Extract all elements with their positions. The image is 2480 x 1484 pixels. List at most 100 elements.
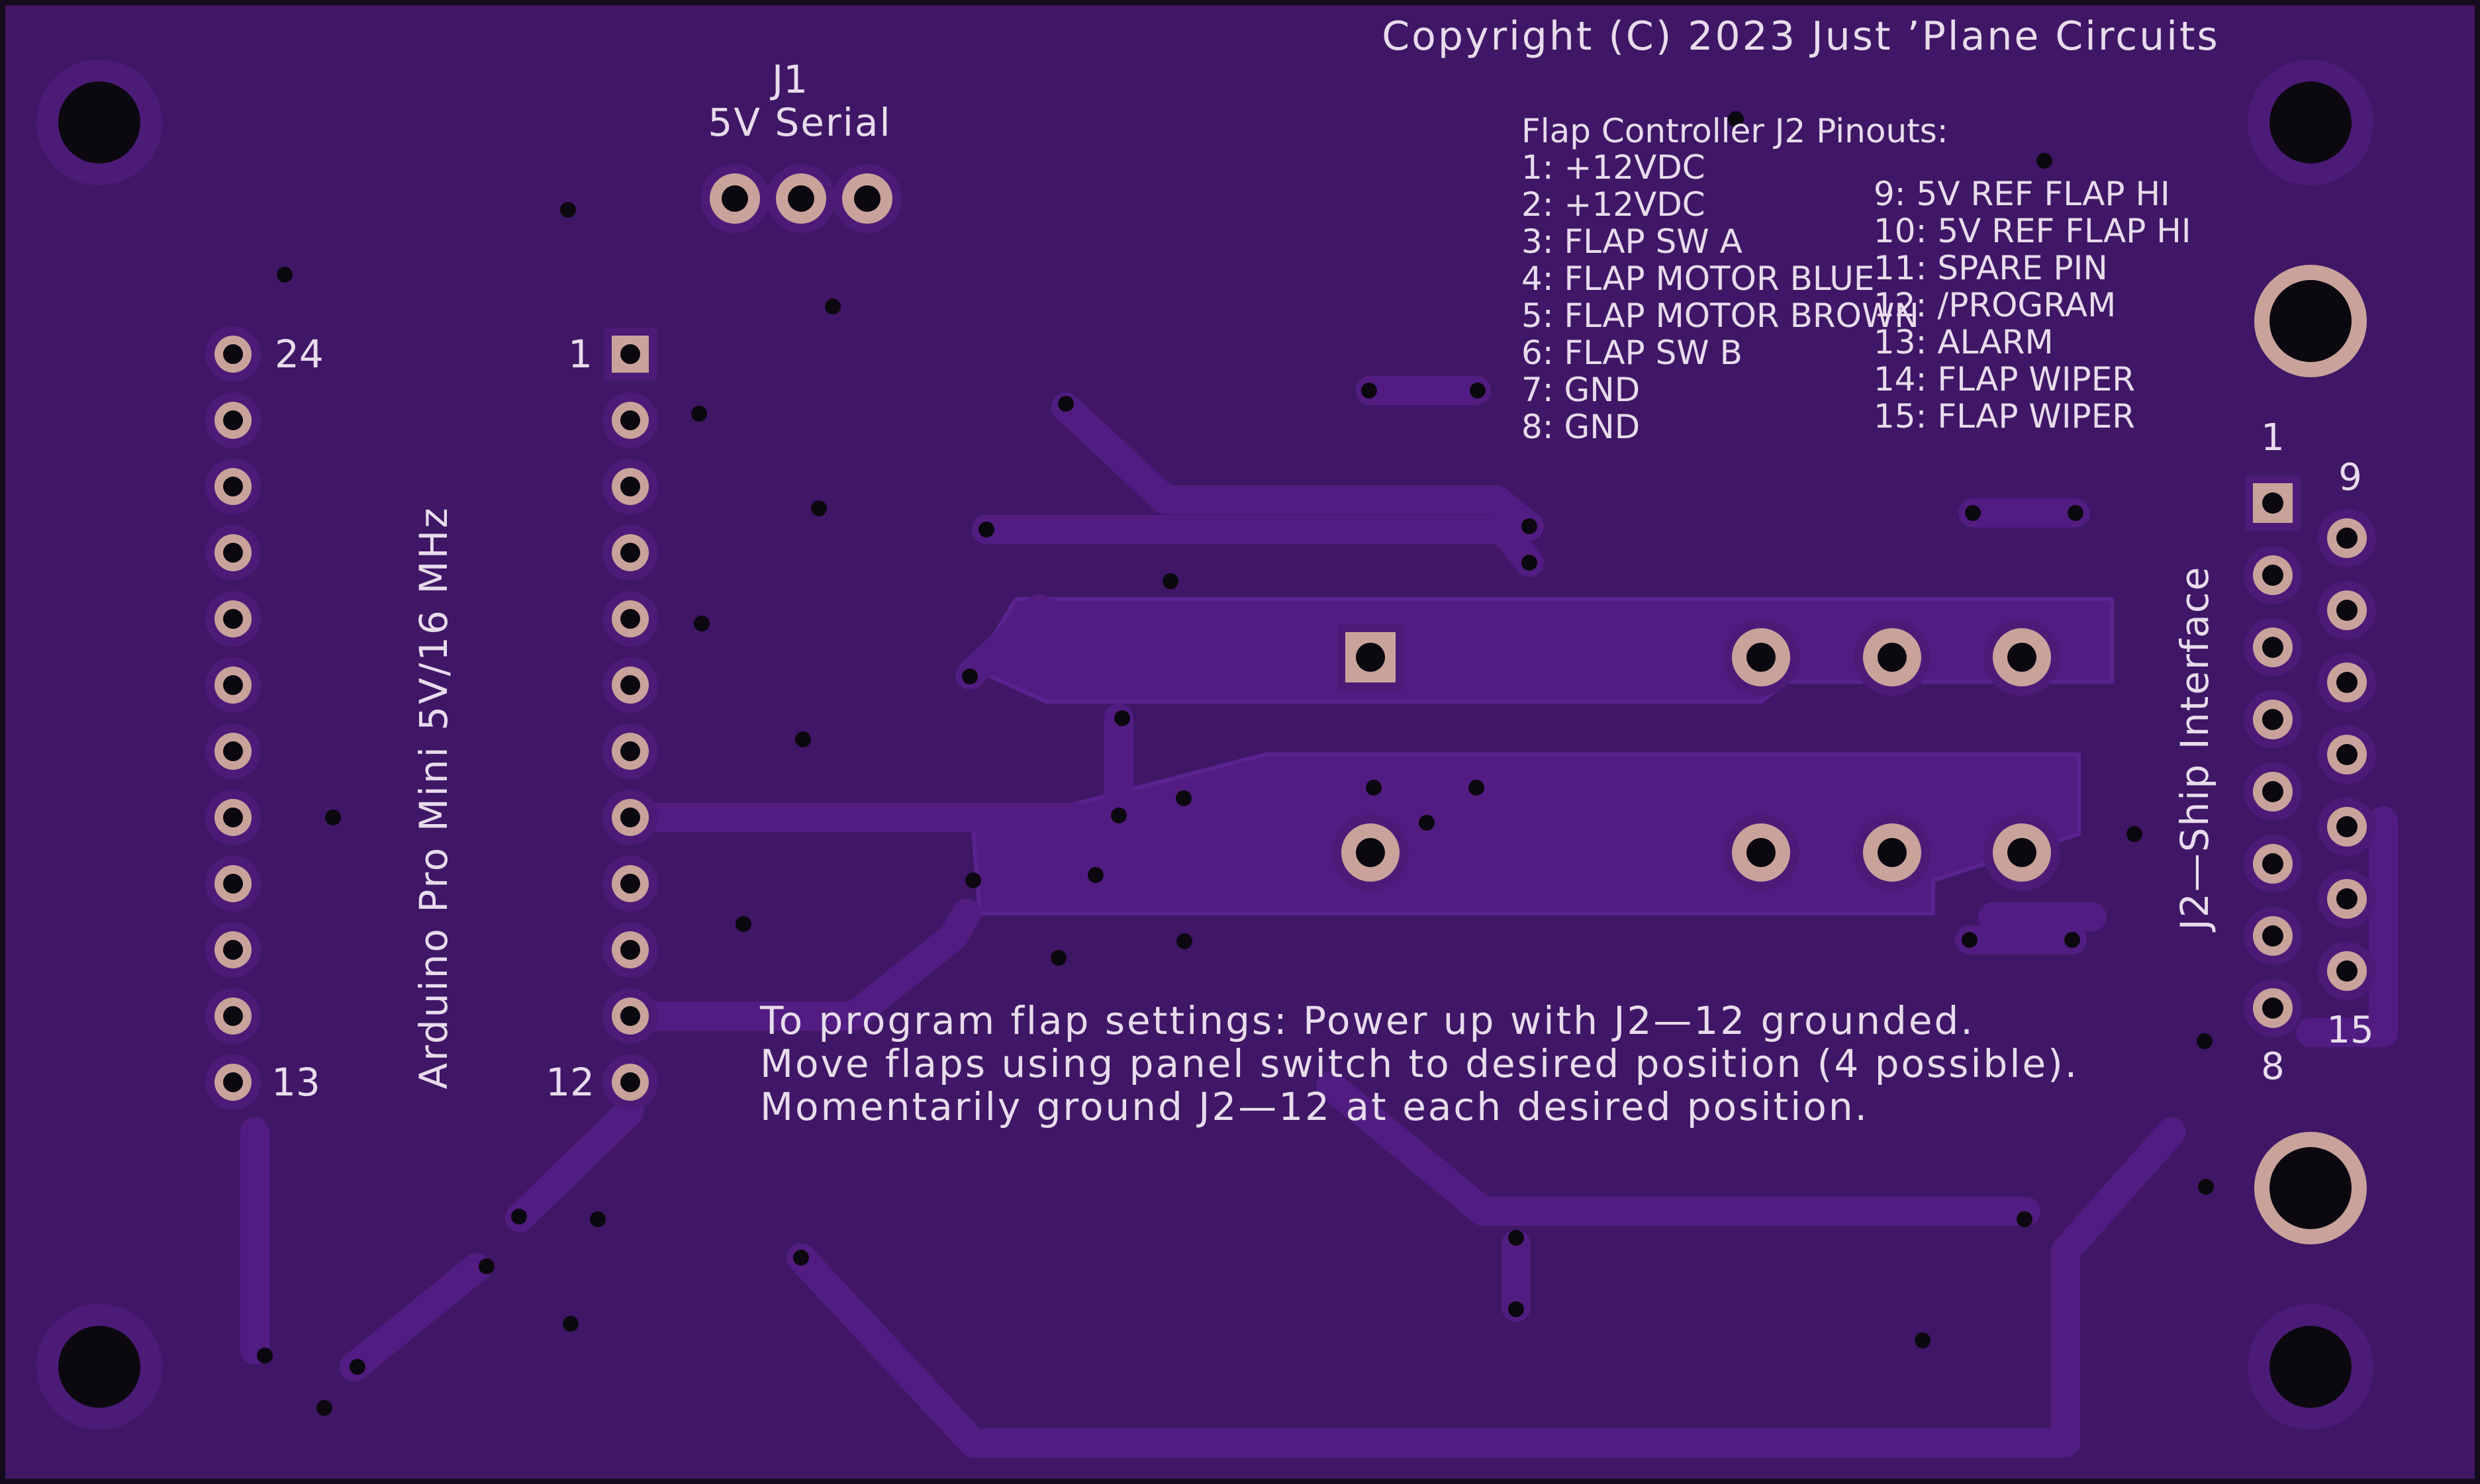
via <box>511 1209 527 1225</box>
via <box>1962 932 1978 948</box>
pinout-right-row: 15: FLAP WIPER <box>1874 397 2135 436</box>
via <box>1965 505 1981 521</box>
j1-value: 5V Serial <box>708 100 891 145</box>
trace-h <box>340 1253 491 1381</box>
j2-pin-9-label: 9 <box>2338 456 2362 499</box>
via <box>1728 111 1744 127</box>
arduino-pad-drill <box>620 874 640 894</box>
via <box>1521 518 1537 534</box>
pinout-left-row: 7: GND <box>1521 371 1640 409</box>
trace-f <box>505 1097 644 1232</box>
arduino-pad-drill <box>223 609 243 629</box>
j2-pad-drill <box>2262 997 2283 1019</box>
via <box>2036 153 2052 169</box>
arduino-pad-drill <box>223 543 243 563</box>
pad-group <box>205 164 2376 1110</box>
via <box>1508 1230 1524 1246</box>
copyright-text: Copyright (C) 2023 Just ’Plane Circuits <box>1382 13 2219 60</box>
arduino-pad-drill <box>620 675 640 695</box>
via <box>1088 867 1104 883</box>
arduino-pad-drill <box>223 410 243 430</box>
via <box>277 267 293 283</box>
arduino-pad-drill <box>620 1072 640 1092</box>
via <box>1470 383 1486 398</box>
pinout-left-row: 5: FLAP MOTOR BROWN <box>1521 297 1919 335</box>
via <box>2068 505 2083 521</box>
mounting-hole-plated <box>2269 1147 2352 1229</box>
via <box>560 202 576 218</box>
via <box>825 299 841 314</box>
mounting-hole <box>2269 1326 2352 1408</box>
mounting-holes <box>36 60 2373 1430</box>
arduino-pad-drill <box>620 477 640 496</box>
via <box>350 1359 365 1375</box>
via <box>1521 555 1537 571</box>
mounting-hole-plated <box>2269 280 2352 362</box>
arduino-pad-drill <box>223 1072 243 1092</box>
trace-j <box>1316 1071 2040 1226</box>
j2-pad-drill <box>2336 960 2358 982</box>
instruction-line: Momentarily ground J2—12 at each desired… <box>760 1084 1869 1129</box>
j2-pad-drill <box>2336 744 2358 765</box>
arduino-pad-drill <box>223 940 243 960</box>
arduino-pad-drill <box>620 543 640 563</box>
arduino-pad-drill <box>620 808 640 827</box>
arduino-pad-drill <box>620 410 640 430</box>
instruction-line: Move flaps using panel switch to desired… <box>760 1041 2079 1086</box>
pinout-right-row: 9: 5V REF FLAP HI <box>1874 175 2170 213</box>
via <box>793 1250 809 1266</box>
pinout-right-row: 14: FLAP WIPER <box>1874 360 2135 398</box>
j2-pad-square-drill <box>2262 492 2283 514</box>
relay-pad-drill <box>2007 838 2036 867</box>
via <box>2197 1033 2213 1049</box>
relay-pad-square-drill <box>1356 643 1385 672</box>
via <box>2017 1211 2032 1227</box>
j2-pad-drill <box>2336 600 2358 621</box>
via <box>590 1211 606 1227</box>
via <box>1468 780 1484 796</box>
pinout-left-row: 3: FLAP SW A <box>1521 222 1742 261</box>
j2-label: J2—Ship Interface <box>2172 566 2217 933</box>
instruction-line: To program flap settings: Power up with … <box>759 998 1975 1043</box>
relay-pad-drill <box>1878 643 1907 672</box>
j2-pad-drill <box>2336 888 2358 909</box>
pinout-right-row: 13: ALARM <box>1874 323 2054 361</box>
via <box>811 500 827 516</box>
via <box>1058 396 1074 412</box>
pinout-left-row: 2: +12VDC <box>1521 185 1705 224</box>
mounting-hole <box>2269 81 2352 163</box>
j2-pin-15-label: 15 <box>2326 1009 2373 1052</box>
via <box>325 810 341 825</box>
pinout-title: Flap Controller J2 Pinouts: <box>1521 112 1948 150</box>
via <box>563 1316 579 1332</box>
via <box>962 669 978 684</box>
via <box>1114 710 1130 726</box>
j1-pad-drill <box>854 185 881 212</box>
via <box>2198 1179 2214 1195</box>
via <box>1419 815 1435 831</box>
via <box>978 522 994 537</box>
via <box>316 1400 332 1416</box>
arduino-pin-13-label: 13 <box>271 1060 320 1105</box>
arduino-pad-drill <box>620 609 640 629</box>
trace-e <box>614 899 981 1031</box>
copper-zones <box>970 597 2114 915</box>
arduino-pad-drill <box>223 741 243 761</box>
via <box>2064 932 2080 948</box>
arduino-pin-24-label: 24 <box>275 332 324 377</box>
via <box>1176 790 1192 806</box>
via <box>736 916 751 932</box>
via <box>1163 573 1178 589</box>
j2-pad-drill <box>2336 816 2358 837</box>
j2-pad-drill <box>2336 528 2358 549</box>
arduino-pad-drill <box>620 940 640 960</box>
mounting-hole <box>58 1326 140 1408</box>
arduino-pad-drill <box>223 1006 243 1026</box>
relay-pad-drill <box>2007 643 2036 672</box>
arduino-pad-drill <box>223 477 243 496</box>
j2-pin-1-label: 1 <box>2261 416 2285 459</box>
via <box>2126 826 2142 842</box>
j2-pad-drill <box>2262 853 2283 874</box>
pinout-table: Flap Controller J2 Pinouts: 1: +12VDC 2:… <box>1521 112 2191 446</box>
trace-a <box>1051 393 1544 541</box>
